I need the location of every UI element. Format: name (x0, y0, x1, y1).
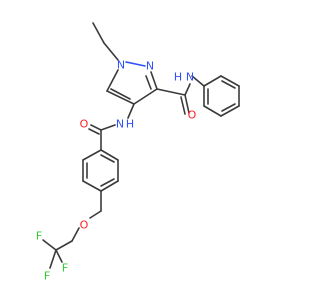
bond-camide-o-double (180, 96, 186, 115)
bond-bz-in1 (100, 154, 115, 163)
bond-bz3 (100, 180, 119, 192)
bond-c-f2 (42, 239, 57, 251)
bond-bz6 (82, 149, 102, 161)
bond-camide-nh (184, 83, 191, 96)
atom-nh-amide: N (186, 71, 194, 84)
bond-ch2-cf3 (55, 240, 73, 251)
atom-n2: N (146, 60, 154, 73)
bond-cbenz-o (90, 124, 102, 131)
bond-c4-c5-inner (110, 88, 131, 100)
bond-nh2-cbenz (100, 124, 116, 131)
atom-h-amide2: H (126, 118, 134, 131)
bond-c-f3 (55, 249, 63, 263)
bond-c4-c5 (106, 90, 135, 105)
atom-o-ether: O (80, 219, 89, 232)
bond-n2-c3 (150, 71, 158, 90)
atom-h-amide: H (174, 71, 182, 84)
bond-c3-camide (156, 88, 186, 96)
bond-c4-nh2 (127, 103, 135, 119)
bond-ph2 (220, 75, 240, 87)
atom-n1: N (117, 59, 125, 72)
bond-ethyl-n1 (103, 42, 119, 61)
bond-ph1 (203, 75, 222, 87)
bond-ph-in2 (221, 103, 236, 112)
bond-ch2-o (89, 210, 102, 219)
bond-cbenz-o-double (88, 128, 100, 135)
bond-bz1 (100, 149, 119, 161)
atom-o-amide1: O (188, 109, 197, 122)
bond-bz4 (82, 180, 102, 192)
bond-nh-phenyl (191, 75, 205, 87)
bond-ph-in1 (221, 80, 236, 89)
atom-f1: F (44, 270, 50, 283)
atom-o-amide2: O (80, 118, 89, 131)
atom-f3: F (62, 262, 68, 275)
bond-n1-n2 (125, 61, 146, 67)
atom-nh-amide2: N (116, 118, 124, 131)
bond-ethyl-ch3 (92, 22, 105, 44)
bond-camide-o (184, 94, 190, 114)
atom-labels: N N N H O N H O O F F F (36, 59, 197, 283)
bond-c-f1 (49, 249, 57, 269)
bond-n2-c3-inner (145, 75, 152, 90)
bond-o-ch2 (71, 227, 80, 242)
bond-bz-in2 (100, 178, 115, 187)
bond-ph5 (203, 105, 222, 117)
bonds (42, 22, 240, 269)
bond-c3-c4 (133, 88, 158, 105)
molecule-structure: N N N H O N H O O F F F (36, 22, 240, 283)
atom-f2: F (36, 230, 42, 243)
bond-ph4 (220, 105, 240, 117)
bond-c5-n1 (106, 69, 119, 92)
